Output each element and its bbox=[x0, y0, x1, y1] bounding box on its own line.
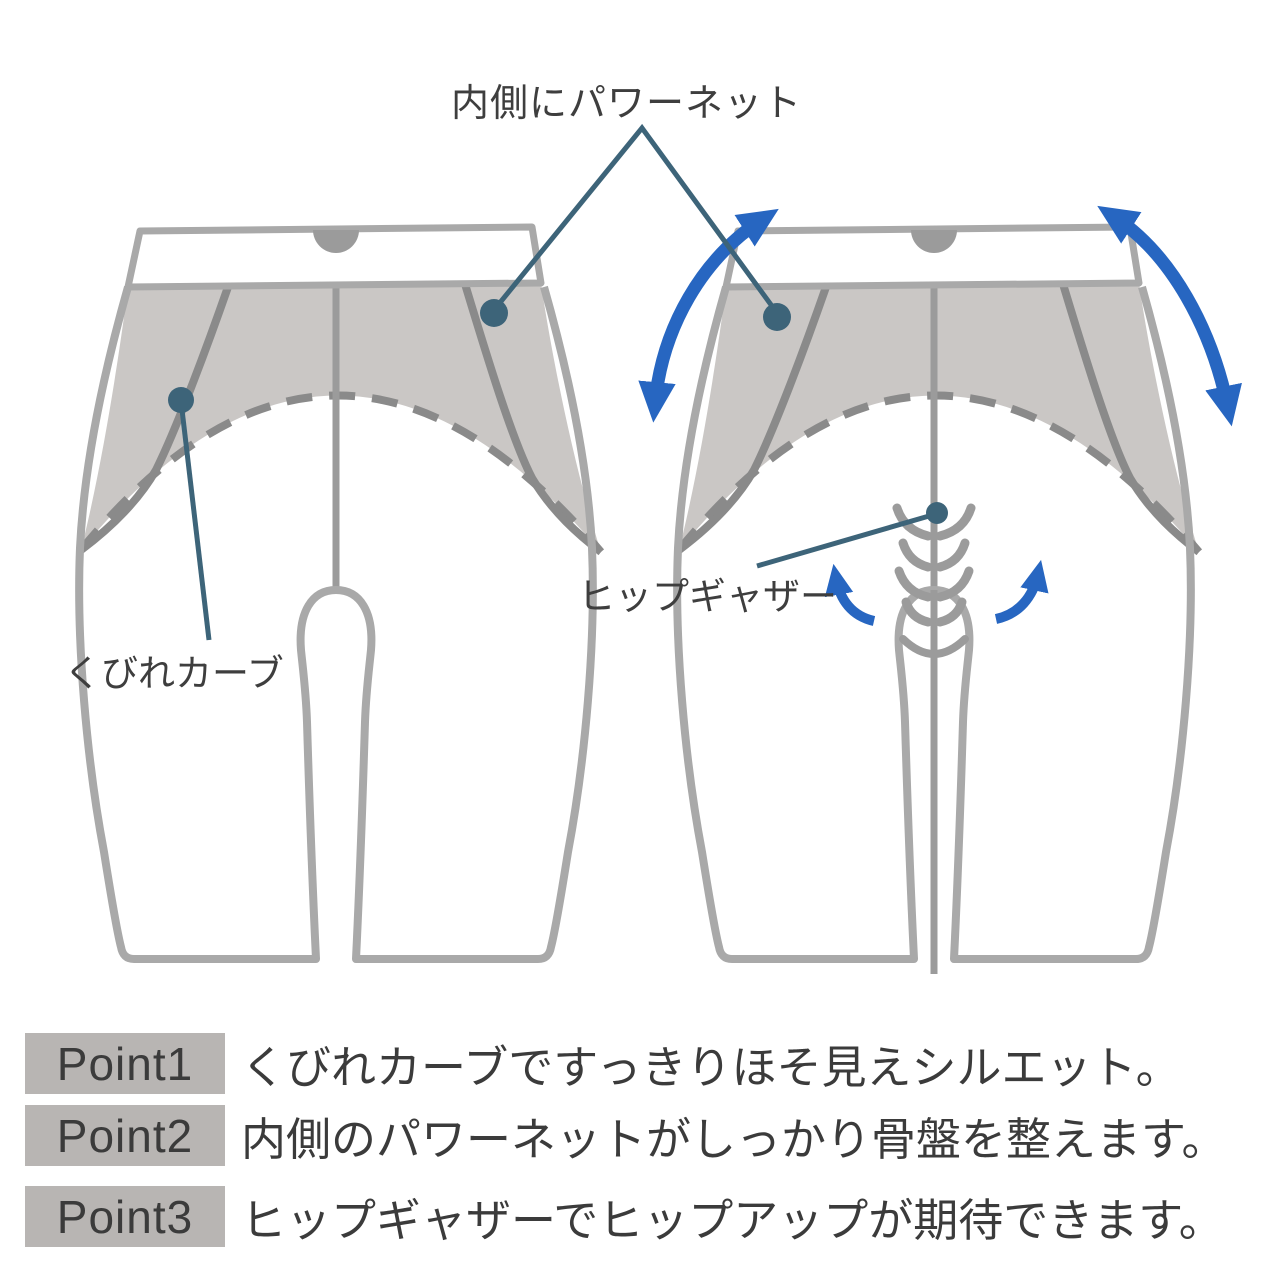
point2-badge: Point2 bbox=[25, 1105, 225, 1166]
waist-curve-callout-dot bbox=[168, 387, 194, 413]
waist-curve-label: くびれカーブ bbox=[64, 653, 284, 694]
point2-text: 内側のパワーネットがしっかり骨盤を整えます。 bbox=[241, 1114, 1227, 1165]
point3-badge: Point3 bbox=[25, 1186, 225, 1247]
point-row-3: Point3 ヒップギャザーでヒップアップが期待できます。 bbox=[25, 1184, 1224, 1249]
back-garment-illustration bbox=[638, 205, 1242, 974]
hip-gather-callout-dot bbox=[926, 502, 948, 524]
front-garment-illustration bbox=[79, 227, 601, 959]
power-net-label: 内側にパワーネット bbox=[451, 83, 803, 125]
point-row-2: Point2 内側のパワーネットがしっかり骨盤を整えます。 bbox=[25, 1103, 1227, 1168]
hip-gather-detail bbox=[892, 503, 976, 658]
power-net-callout-dot bbox=[480, 299, 508, 327]
point1-text: くびれカーブですっきりほそ見えシルエット。 bbox=[241, 1042, 1181, 1093]
callouts bbox=[168, 123, 948, 641]
point-row-1: Point1 くびれカーブですっきりほそ見えシルエット。 bbox=[25, 1031, 1181, 1096]
waist-curve-leader-line bbox=[178, 400, 212, 641]
point1-badge: Point1 bbox=[25, 1033, 225, 1094]
stretch-arrows bbox=[638, 205, 1242, 427]
hip-gather-label: ヒップギャザー bbox=[578, 576, 837, 617]
power-net-leader-line bbox=[492, 123, 780, 315]
power-net-callout-dot bbox=[763, 303, 791, 331]
hip-up-arrows bbox=[824, 559, 1049, 626]
point3-text: ヒップギャザーでヒップアップが期待できます。 bbox=[241, 1195, 1224, 1246]
hip-gather-leader-line bbox=[756, 511, 937, 569]
